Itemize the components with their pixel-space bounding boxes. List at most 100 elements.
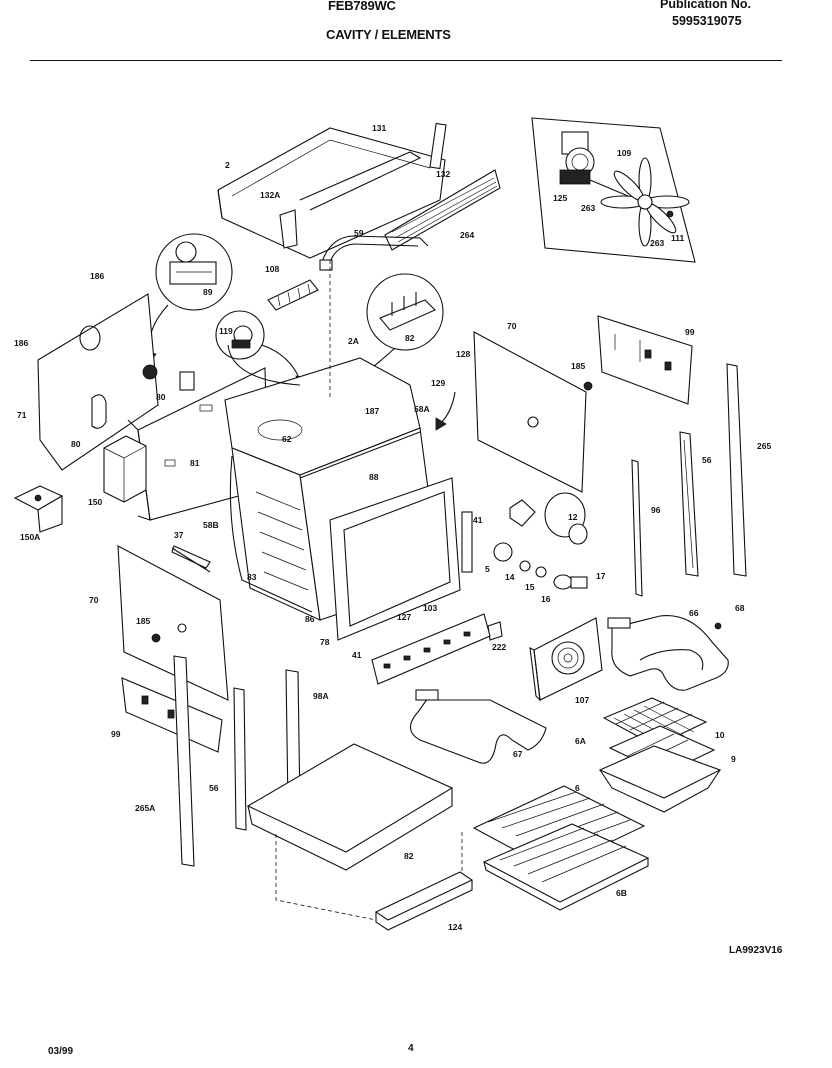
tube-59-part: [319, 235, 429, 271]
part-label: 187: [365, 406, 379, 416]
part-label: 109: [617, 148, 631, 158]
part-label: 111: [671, 233, 685, 243]
bracket-150a: [13, 485, 64, 533]
part-label: 41: [352, 650, 362, 660]
part-label: 16: [541, 594, 551, 604]
part-label: 67: [513, 749, 523, 759]
part-label: 15: [525, 582, 535, 592]
part-label: 150A: [20, 532, 40, 542]
direction-arrows: [227, 344, 456, 431]
part-label: 108: [265, 264, 279, 274]
part-label: 150: [88, 497, 102, 507]
part-label: 88: [369, 472, 379, 482]
part-label: 186: [90, 271, 104, 281]
part-label: 99: [111, 729, 121, 739]
part-label: 81: [190, 458, 200, 468]
part-label: 185: [571, 361, 585, 371]
part-label: 17: [596, 571, 606, 581]
part-label: 71: [17, 410, 27, 420]
part-label: 6A: [575, 736, 586, 746]
left-insulation-panel: [37, 293, 159, 471]
part-label: 186: [14, 338, 28, 348]
cavity-gasket-58b: [229, 431, 421, 613]
part-label: 82: [404, 851, 414, 861]
part-label: 70: [507, 321, 517, 331]
vertical-strips-left: [173, 655, 301, 867]
part-label: 86: [305, 614, 315, 624]
part-label: 14: [505, 572, 515, 582]
part-label: 66: [689, 608, 699, 618]
part-label: 119: [219, 326, 233, 336]
part-label: 58B: [203, 520, 219, 530]
part-label: 103: [423, 603, 437, 613]
part-label: 89: [203, 287, 213, 297]
wiring-panel-99-bottom: [121, 677, 223, 753]
part-label: 37: [174, 530, 184, 540]
part-label: 125: [553, 193, 567, 203]
oven-rack-6b: [482, 823, 650, 911]
right-insulation-panel-70: [473, 331, 593, 493]
part-label: 98A: [313, 691, 329, 701]
part-label: 9: [731, 754, 736, 764]
part-label: 96: [651, 505, 661, 515]
part-label: 2: [225, 160, 230, 170]
drawer-tray-124: [374, 871, 474, 931]
part-label: 99: [685, 327, 695, 337]
part-label: 83: [247, 572, 257, 582]
part-label: 129: [431, 378, 445, 388]
broil-element-66: [607, 614, 729, 691]
convection-fan-inset: [531, 117, 696, 263]
trim-strips-right: [631, 363, 747, 597]
part-label: 132: [436, 169, 450, 179]
part-label: 185: [136, 616, 150, 626]
publication-label: Publication No.: [660, 0, 751, 11]
oven-door-frame: [329, 477, 473, 641]
part-label: 56: [702, 455, 712, 465]
broil-pan-9: [598, 745, 722, 813]
header-rule: [30, 60, 782, 61]
part-label: 127: [397, 612, 411, 622]
vent-panel-103: [371, 613, 491, 685]
light-assembly: [493, 542, 588, 590]
part-label: 68: [735, 603, 745, 613]
part-labels: 131 2 132 132A 59 264 109 125 263 263 11…: [14, 123, 771, 932]
oven-bottom-82: [246, 743, 463, 921]
part-label: 265: [757, 441, 771, 451]
page-title: CAVITY / ELEMENTS: [326, 27, 451, 42]
fan-cover-107: [529, 617, 603, 702]
part-label: 265A: [135, 803, 155, 813]
anti-tip-37: [171, 547, 211, 573]
part-label: 82: [405, 333, 415, 343]
part-label: 107: [575, 695, 589, 705]
part-label: 80: [156, 392, 166, 402]
part-label: 128: [456, 349, 470, 359]
part-label: 58A: [414, 404, 430, 414]
bracket-222: [487, 621, 503, 641]
footer-date: 03/99: [48, 1046, 74, 1057]
broil-element-part-108: [267, 279, 319, 311]
model-number: FEB789WC: [328, 0, 396, 13]
part-label: 78: [320, 637, 330, 647]
top-panel-part: [217, 122, 447, 259]
part-label: 263: [581, 203, 595, 213]
part-label: 80: [71, 439, 81, 449]
wiring-panel-99-top: [597, 315, 693, 405]
part-label: 132A: [260, 190, 280, 200]
drawing-code: LA9923V16: [729, 945, 783, 956]
part-label: 12: [568, 512, 578, 522]
broil-pan-grid-6a: [602, 697, 708, 747]
part-label: 6B: [616, 888, 627, 898]
part-label: 2A: [348, 336, 359, 346]
part-label: 6: [575, 783, 580, 793]
part-label: 10: [715, 730, 725, 740]
left-lower-panel-70: [117, 545, 229, 701]
part-label: 5: [485, 564, 490, 574]
part-label: 124: [448, 922, 462, 932]
part-label: 62: [282, 434, 292, 444]
part-label: 264: [460, 230, 474, 240]
part-label: 70: [89, 595, 99, 605]
part-label: 263: [650, 238, 664, 248]
part-label: 222: [492, 642, 506, 652]
part-label: 41: [473, 515, 483, 525]
